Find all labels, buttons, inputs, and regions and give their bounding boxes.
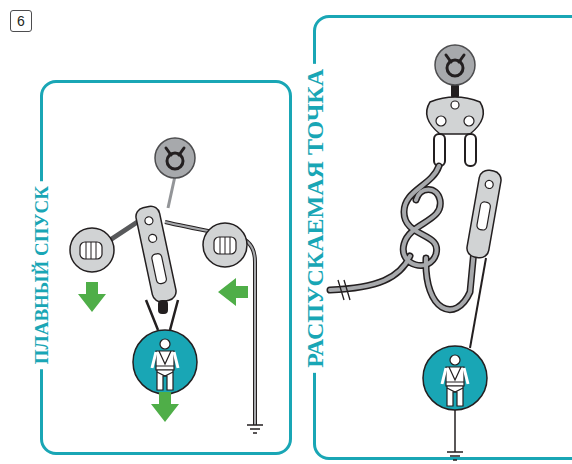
rope [165,222,255,425]
anchor-mark [447,60,463,76]
device-body [134,205,177,304]
device-body [466,169,503,259]
panel-frame: ПЛАВНЫЙ СПУСК [40,80,292,455]
device-hole [148,234,157,243]
hand-icon [203,223,247,267]
step-number: 6 [17,14,25,28]
person-icon [133,330,197,394]
anchor-mark [167,153,183,169]
panel-frame: РАСПУСКАЕМАЯ ТОЧКА [313,15,572,460]
harness [156,351,174,376]
fist [214,237,236,254]
panel-title: ПЛАВНЫЙ СПУСК [32,181,51,369]
device-hole [485,180,494,189]
person-head [450,355,460,365]
anchor-symbol [155,138,195,178]
plate-hole [436,116,446,126]
anchor-circle [155,138,195,178]
carabiner [434,134,445,166]
fist [80,242,102,259]
rope [330,166,474,310]
lanyard [146,300,178,330]
step-number-box: 6 [10,10,32,32]
device-cam [476,201,491,230]
anchor-symbol [435,45,475,85]
connector-link [451,84,459,98]
person-legs [447,386,463,406]
person-circle [133,330,197,394]
person-body [446,367,464,386]
handle [104,215,148,244]
hand-icon [70,228,114,272]
person-circle [423,346,487,410]
descender-device [134,205,177,304]
person-arms [442,368,468,384]
rope [168,176,175,208]
person-icon [423,346,487,410]
person-head [160,339,170,349]
rope [470,258,486,348]
cut-mark [338,280,350,300]
panel-title: РАСПУСКАЕМАЯ ТОЧКА [303,64,327,373]
green-arrow [218,278,248,306]
device-cam [151,253,167,284]
person-body [156,351,174,370]
rope-outline [165,222,255,425]
plate-hole [464,116,474,126]
rope [454,410,456,452]
green-arrow [78,282,106,312]
harness [446,367,464,392]
anchor-mark [446,55,464,62]
device-hole [144,216,153,225]
hand-circle [70,228,114,272]
anchor-circle [435,45,475,85]
hand-circle [203,223,247,267]
rope-outline [330,166,474,310]
anchor-mark [166,148,184,155]
person-legs [157,370,173,390]
rigging-plate [427,97,484,134]
fingers [220,237,230,254]
fingers [86,242,96,259]
carabiner [158,300,168,314]
person-arms [152,352,178,368]
plate-hole [451,101,459,109]
green-arrow [151,392,179,422]
descender-device [466,169,503,259]
carabiner [465,134,476,166]
ground-symbol [447,452,463,460]
ground-symbol [247,425,263,433]
